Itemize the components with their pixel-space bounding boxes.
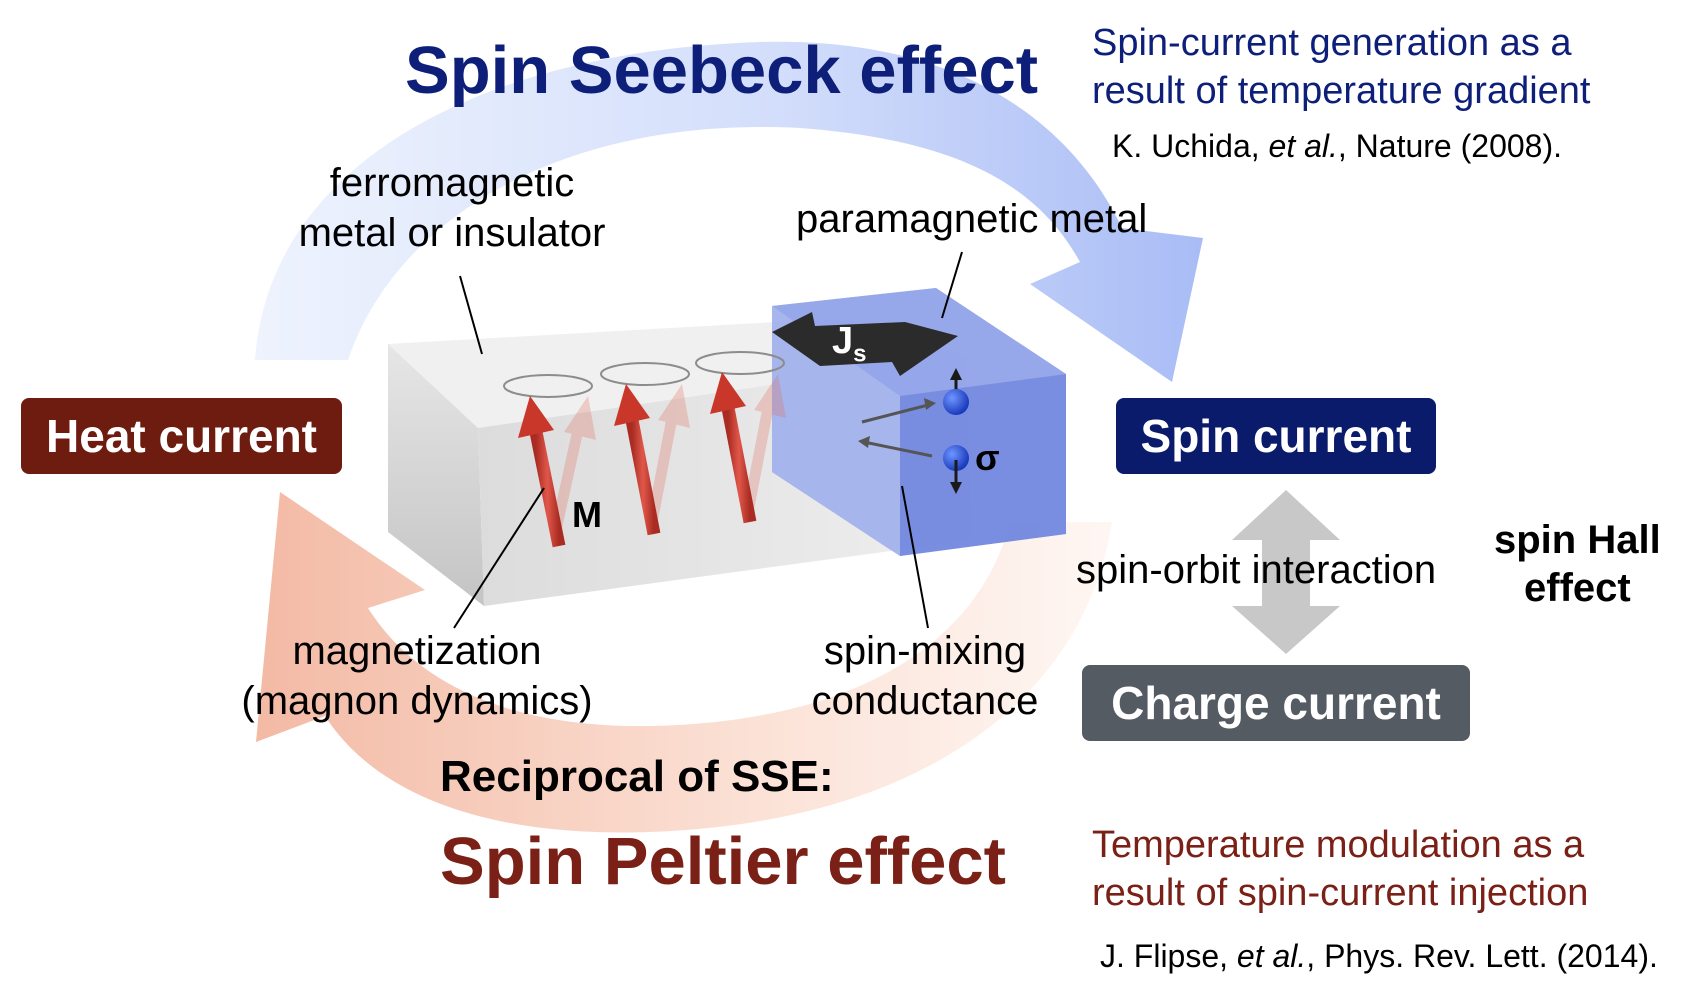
spin-down-ball [943, 445, 969, 471]
magnetization-arrowhead [710, 372, 746, 414]
spe-reference-rest: , Phys. Rev. Lett. (2014). [1306, 938, 1658, 974]
sse-reference-author: K. Uchida, [1112, 128, 1269, 164]
spin-flow-arrow [861, 402, 933, 424]
charge-current-box: Charge current [1082, 665, 1470, 741]
spe-reference: J. Flipse, et al., Phys. Rev. Lett. (201… [1100, 938, 1658, 975]
heat-current-box: Heat current [21, 398, 342, 474]
precession-orbit [695, 351, 785, 375]
js-label: Js [832, 320, 867, 369]
mixing-label: spin-mixing conductance [790, 626, 1060, 726]
spe-reference-etal: et al. [1236, 938, 1307, 974]
magnetization-arrowhead-faint [658, 384, 690, 428]
mixing-label-line2: conductance [811, 679, 1039, 723]
ferro-label: ferromagnetic metal or insulator [282, 158, 622, 258]
paramagnet-front-face [900, 374, 1066, 556]
sse-title: Spin Seebeck effect [405, 33, 1039, 108]
js-label-main: J [832, 320, 854, 362]
ferro-label-line1: ferromagnetic [329, 161, 575, 205]
sse-reference-rest: , Nature (2008). [1337, 128, 1562, 164]
spe-reference-author: J. Flipse, [1100, 938, 1237, 974]
spe-curved-arrow [256, 492, 1112, 833]
m-label: M [572, 494, 602, 535]
js-label-sub: s [853, 340, 867, 368]
paramagnet-side-face [772, 306, 900, 556]
magnetization-label-line2: (magnon dynamics) [241, 679, 593, 723]
magnetization-arrow-faint [550, 428, 584, 532]
spin-down-arrowhead [950, 482, 962, 494]
ferro-label-line2: metal or insulator [298, 211, 606, 255]
sse-reference-etal: et al. [1268, 128, 1338, 164]
magnetization-arrowhead-faint [564, 396, 596, 440]
spe-title: Spin Peltier effect [440, 824, 1006, 899]
sse-description-line2: result of temperature gradient [1092, 70, 1591, 112]
spin-flow-arrow [863, 440, 933, 458]
js-spin-current-arrow [772, 312, 958, 376]
spin-orbit-double-arrow [1232, 490, 1340, 654]
magnetization-arrow [529, 430, 566, 548]
spin-up-arrowhead [950, 368, 962, 380]
magnetization-label: magnetization (magnon dynamics) [222, 626, 612, 726]
spin-flow-arrowhead [858, 436, 870, 448]
spin-flow-arrowhead [924, 398, 936, 410]
magnet-leader-line [453, 487, 545, 629]
spin-current-box: Spin current [1116, 398, 1436, 474]
spin-hall-line2: effect [1524, 566, 1631, 610]
magnetization-arrow [625, 418, 661, 536]
sse-description-line1: Spin-current generation as a [1092, 22, 1572, 64]
magnetization-arrowhead [518, 396, 554, 438]
precession-orbit [503, 374, 593, 398]
spin-up-ball [943, 389, 969, 415]
magnetization-arrowhead-faint [754, 374, 786, 418]
para-leader-line [941, 251, 963, 319]
sse-curved-arrow [255, 41, 1203, 383]
spin-hall-line1: spin Hall [1494, 518, 1661, 562]
sigma-label: σ [975, 437, 1000, 478]
reciprocal-label: Reciprocal of SSE: [440, 752, 834, 801]
spe-description-line1: Temperature modulation as a [1092, 824, 1585, 866]
magnetization-label-line1: magnetization [292, 629, 542, 673]
spin-hall-label: spin Hall effect [1494, 516, 1661, 612]
mixing-leader-line [901, 485, 929, 629]
magnetization-arrow [721, 406, 757, 524]
ferro-leader-line [459, 275, 483, 355]
ferromagnet-side-face [388, 344, 484, 606]
spe-description-line2: result of spin-current injection [1092, 872, 1589, 914]
mixing-label-line1: spin-mixing [823, 629, 1027, 673]
magnetization-arrowhead [614, 384, 650, 426]
spin-orbit-label: spin-orbit interaction [1076, 548, 1437, 592]
precession-orbit [600, 362, 690, 386]
para-label: paramagnetic metal [796, 197, 1148, 241]
sse-reference: K. Uchida, et al., Nature (2008). [1112, 128, 1562, 165]
magnetization-arrow-faint [646, 416, 678, 524]
